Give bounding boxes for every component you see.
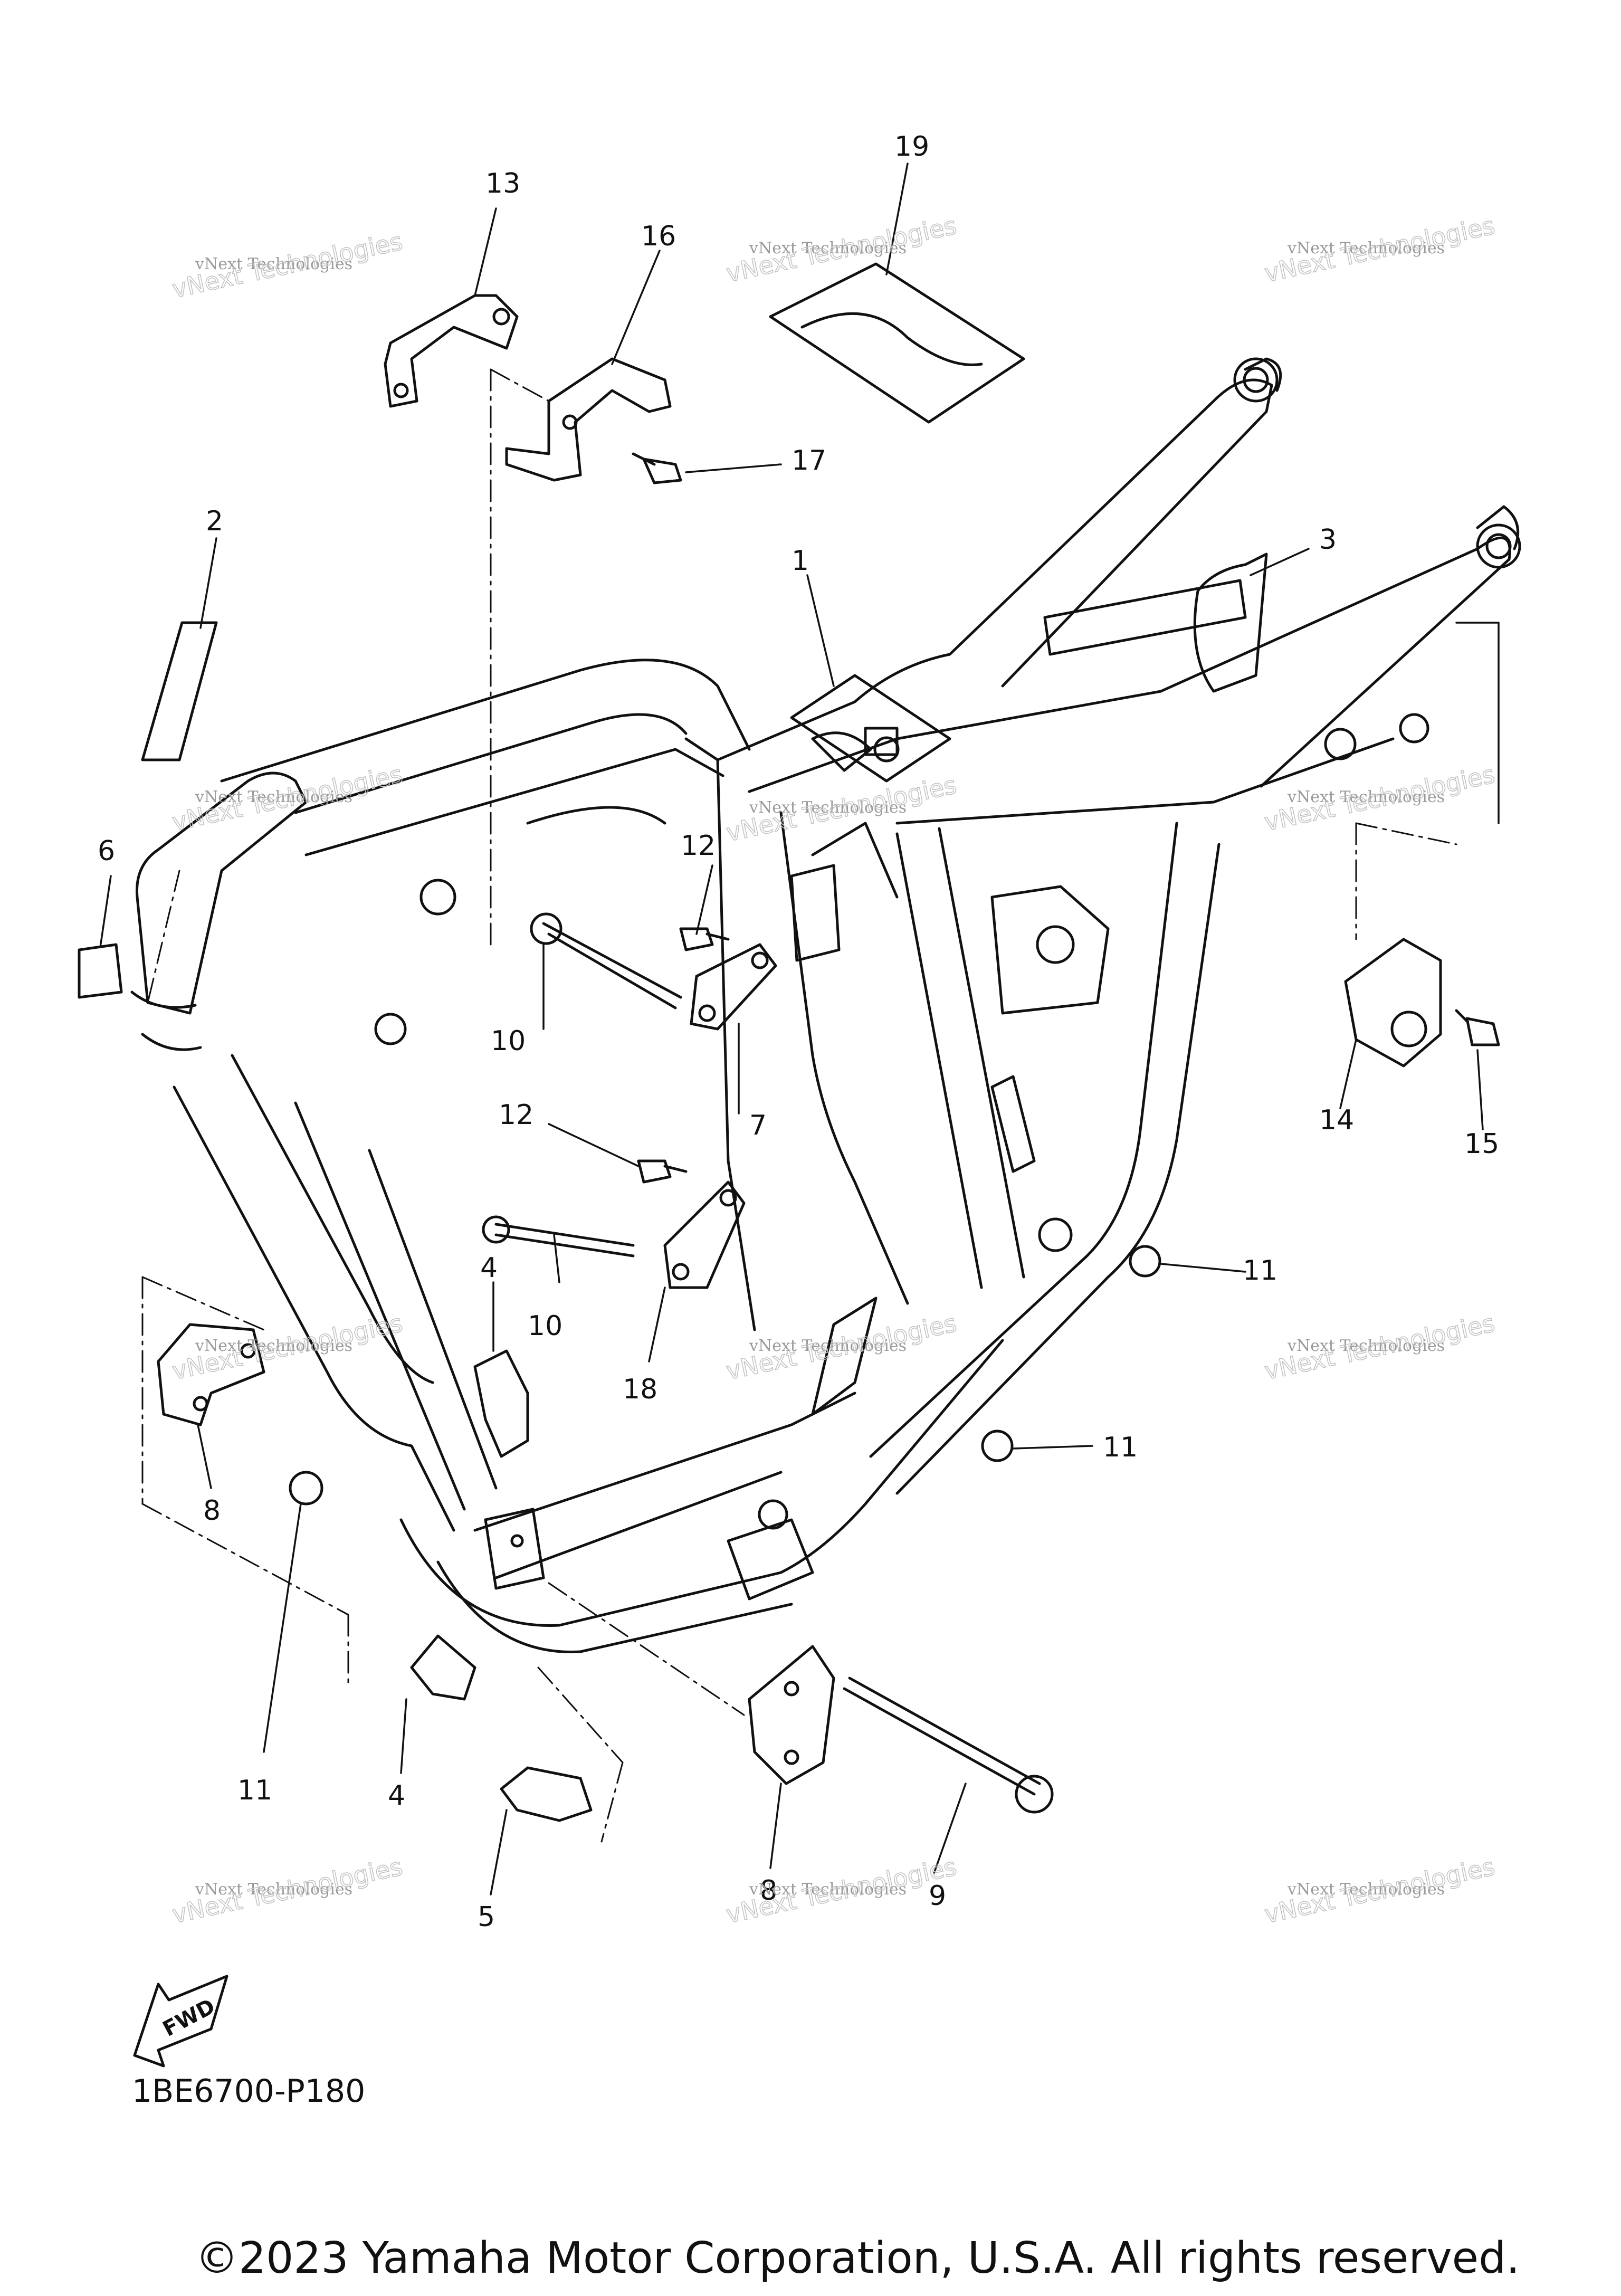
diagram-code: 1BE6700-P180 — [132, 2073, 366, 2110]
part-12-bolt-lower — [637, 1159, 688, 1184]
callout-1: 1 — [792, 545, 809, 577]
part-10-bolt-upper — [530, 912, 682, 1009]
copyright-notice: ©2023 Yamaha Motor Corporation, U.S.A. A… — [195, 2233, 1520, 2283]
svg-text:vNext Technologies: vNext Technologies — [195, 788, 352, 806]
callout-16: 16 — [641, 221, 676, 252]
part-11-nut-a — [1129, 1245, 1161, 1278]
callout-12a: 12 — [681, 830, 716, 862]
reference-lines — [141, 368, 1457, 1843]
part-8-bracket-left — [157, 1323, 265, 1426]
watermark: vNext Technologies vNext Technologies — [723, 211, 960, 288]
callout-10b: 10 — [528, 1310, 562, 1342]
watermark: vNext Technologies vNext Technologies — [1262, 211, 1498, 288]
svg-text:vNext Technologies: vNext Technologies — [1287, 239, 1445, 258]
callout-12b: 12 — [499, 1099, 533, 1131]
watermark: vNext Technologies vNext Technologies — [169, 1852, 406, 1929]
svg-text:vNext Technologies: vNext Technologies — [195, 1880, 352, 1899]
svg-text:vNext Technologies: vNext Technologies — [1287, 788, 1445, 806]
callout-17: 17 — [792, 445, 826, 477]
part-2-strip — [141, 621, 218, 761]
callout-4b: 4 — [388, 1780, 405, 1812]
part-18-plate — [663, 1180, 746, 1289]
part-4-clamp-upper — [473, 1349, 529, 1458]
svg-text:vNext Technologies: vNext Technologies — [749, 239, 907, 258]
part-11-nut-b — [981, 1430, 1014, 1462]
watermark: vNext Technologies vNext Technologies — [169, 759, 406, 837]
part-19-pad — [769, 262, 1025, 424]
callout-2: 2 — [206, 506, 223, 537]
svg-text:vNext Technologies: vNext Technologies — [195, 1337, 352, 1355]
callout-8b: 8 — [760, 1875, 777, 1907]
callout-14: 14 — [1319, 1104, 1354, 1136]
callout-13: 13 — [485, 168, 520, 199]
callout-19: 19 — [894, 131, 929, 163]
watermark: vNext Technologies vNext Technologies — [169, 226, 406, 304]
callout-11c: 11 — [237, 1775, 272, 1806]
callout-6: 6 — [98, 835, 115, 867]
part-15-bolt — [1455, 1009, 1500, 1046]
part-14-bracket — [1344, 938, 1442, 1068]
main-frame — [130, 357, 1521, 1654]
callout-10a: 10 — [491, 1025, 526, 1057]
part-8-bracket-right — [748, 1645, 835, 1785]
watermark: vNext Technologies vNext Technologies — [1262, 1308, 1498, 1386]
leader-lines — [99, 163, 1500, 1895]
callout-11a: 11 — [1243, 1255, 1277, 1287]
watermark: vNext Technologies vNext Technologies — [169, 1308, 406, 1386]
part-7-plate — [690, 943, 777, 1031]
svg-text:vNext Technologies: vNext Technologies — [749, 1880, 907, 1899]
watermarks: vNext Technologies vNext Technologies vN… — [169, 211, 1498, 1929]
part-9-bolt — [843, 1676, 1054, 1814]
watermark: vNext Technologies vNext Technologies — [1262, 1852, 1498, 1929]
callout-8a: 8 — [203, 1495, 221, 1527]
callout-5: 5 — [478, 1901, 495, 1933]
svg-text:vNext Technologies: vNext Technologies — [195, 255, 352, 273]
callout-18: 18 — [623, 1374, 657, 1405]
callout-9: 9 — [929, 1880, 946, 1912]
fwd-label: FWD — [159, 1994, 219, 2042]
watermark: vNext Technologies vNext Technologies — [723, 1852, 960, 1929]
part-6-clip — [78, 943, 123, 999]
part-4-clamp-lower — [410, 1634, 476, 1701]
callout-4a: 4 — [480, 1252, 498, 1284]
watermark: vNext Technologies vNext Technologies — [723, 770, 960, 847]
svg-text:vNext Technologies: vNext Technologies — [749, 798, 907, 817]
callout-11b: 11 — [1103, 1432, 1138, 1463]
part-17-bolt — [632, 452, 682, 484]
fwd-arrow-icon: FWD — [133, 1975, 228, 2068]
part-5-clamp — [500, 1766, 593, 1822]
part-13-bracket — [384, 294, 519, 408]
part-3-plate — [1193, 552, 1268, 693]
callout-3: 3 — [1319, 524, 1337, 556]
part-16-bracket — [505, 357, 672, 482]
callout-7: 7 — [749, 1110, 767, 1141]
part-11-nut-c — [289, 1471, 323, 1506]
svg-text:vNext Technologies: vNext Technologies — [749, 1337, 907, 1355]
svg-text:vNext Technologies: vNext Technologies — [1287, 1880, 1445, 1899]
part-10-bolt-lower — [482, 1215, 635, 1257]
callout-15: 15 — [1464, 1128, 1499, 1160]
svg-text:vNext Technologies: vNext Technologies — [1287, 1337, 1445, 1355]
callouts: 1 2 3 4 4 5 6 7 8 8 9 10 10 11 11 11 12 … — [98, 131, 1499, 1933]
